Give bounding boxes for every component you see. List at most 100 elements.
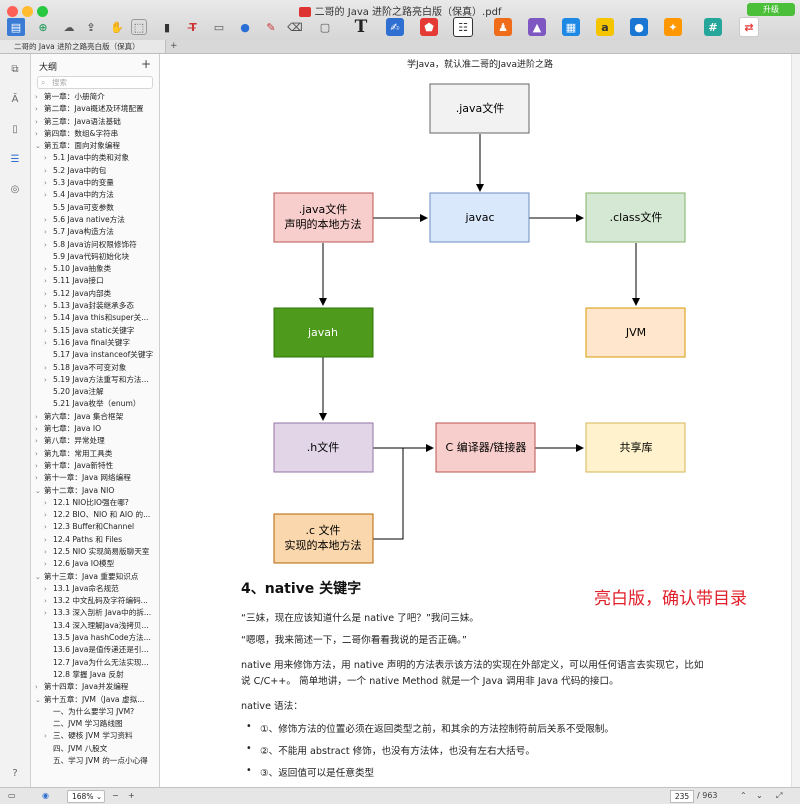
chevron-right-icon[interactable]: › (44, 302, 47, 311)
outline-item[interactable]: 5.17 Java instanceof关键字 (31, 349, 159, 361)
highlight-tool-button[interactable]: ▮ (156, 16, 178, 38)
outline-item[interactable]: 5.5 Java可变参数 (31, 202, 159, 214)
text-tool-button[interactable]: T (350, 16, 372, 38)
chevron-right-icon[interactable]: › (44, 326, 47, 335)
chevron-right-icon[interactable]: › (44, 265, 47, 274)
chevron-right-icon[interactable]: › (35, 129, 38, 138)
chevron-right-icon[interactable]: › (35, 117, 38, 126)
outline-item[interactable]: ›第四章：数组&字符串 (31, 128, 159, 140)
outline-item[interactable]: ›12.1 NIO比IO强在哪? (31, 497, 159, 509)
convert-tool-button[interactable]: ⇄ (738, 16, 760, 38)
outline-item[interactable]: ⌄第五章：面向对象编程 (31, 140, 159, 152)
chevron-down-icon[interactable]: ⌄ (35, 486, 41, 495)
chevron-right-icon[interactable]: › (44, 166, 47, 175)
chevron-right-icon[interactable]: › (44, 732, 47, 741)
outline-item[interactable]: 5.9 Java代码初始化块 (31, 251, 159, 263)
outline-item[interactable]: ⌄第十三章：Java 重要知识点 (31, 571, 159, 583)
chevron-right-icon[interactable]: › (44, 375, 47, 384)
chevron-right-icon[interactable]: › (44, 314, 47, 323)
outline-item[interactable]: ⌄第十五章：JVM（Java 虚拟... (31, 694, 159, 706)
vertical-scrollbar[interactable] (791, 54, 800, 787)
chevron-right-icon[interactable]: › (35, 437, 38, 446)
add-outline-button[interactable]: + (140, 57, 151, 71)
outline-icon[interactable]: ☰ (10, 154, 20, 165)
outline-item[interactable]: ›12.5 NIO 实现简易版聊天室 (31, 546, 159, 558)
hand-tool-button[interactable]: ✋ (108, 16, 126, 38)
chevron-right-icon[interactable]: › (35, 449, 38, 458)
help-icon[interactable]: ? (12, 768, 18, 779)
chevron-right-icon[interactable]: › (44, 240, 47, 249)
view-mode-eye-icon[interactable]: ◉ (42, 791, 49, 800)
add-menu-button[interactable]: ⊕ (30, 16, 56, 38)
chevron-right-icon[interactable]: › (44, 191, 47, 200)
outline-item[interactable]: ›第十一章：Java 网络编程 (31, 472, 159, 484)
thumbnails-icon[interactable]: ⧉ (11, 64, 19, 75)
outline-item[interactable]: ›5.16 Java final关键字 (31, 337, 159, 349)
outline-item[interactable]: ›5.2 Java中的包 (31, 165, 159, 177)
chevron-right-icon[interactable]: › (44, 597, 47, 606)
outline-item[interactable]: 五、学习 JVM 的一点小心得 (31, 755, 159, 767)
chevron-right-icon[interactable]: › (35, 93, 38, 101)
next-page-button[interactable]: ⌄ (756, 791, 763, 800)
outline-item[interactable]: ›5.8 Java访问权限修饰符 (31, 239, 159, 251)
outline-item[interactable]: ›5.10 Java抽象类 (31, 263, 159, 275)
signature-tool-button[interactable]: ✍ (384, 16, 406, 38)
chevron-right-icon[interactable]: › (44, 584, 47, 593)
outline-item[interactable]: ›5.3 Java中的变量 (31, 177, 159, 189)
outline-item[interactable]: ›13.1 Java命名规范 (31, 583, 159, 595)
outline-item[interactable]: ⌄第十二章：Java NIO (31, 485, 159, 497)
outline-item[interactable]: ›第十章：Java新特性 (31, 460, 159, 472)
outline-item[interactable]: 13.5 Java hashCode方法... (31, 632, 159, 644)
outline-item[interactable]: ›12.2 BIO、NIO 和 AIO 的... (31, 509, 159, 521)
outline-item[interactable]: ›第九章：常用工具类 (31, 448, 159, 460)
sidebar-panel-icon[interactable]: ▭ (8, 791, 16, 800)
zoom-window-button[interactable] (37, 6, 48, 17)
form-tool-button[interactable]: ☷ (452, 16, 474, 38)
note-tool-button[interactable]: a (594, 16, 616, 38)
ink-tool-button[interactable]: ● (628, 16, 650, 38)
outline-item[interactable]: ›12.6 Java IO模型 (31, 558, 159, 570)
image-tool-button[interactable]: ▲ (526, 16, 548, 38)
chevron-right-icon[interactable]: › (44, 609, 47, 618)
chevron-down-icon[interactable]: ⌄ (35, 142, 41, 151)
outline-item[interactable]: ›第七章：Java IO (31, 423, 159, 435)
outline-item[interactable]: ›第六章：Java 集合框架 (31, 411, 159, 423)
outline-item[interactable]: ›第十四章：Java并发编程 (31, 681, 159, 693)
bookmarks-icon[interactable]: ▯ (12, 124, 18, 135)
outline-item[interactable]: ›5.19 Java方法重写和方法... (31, 374, 159, 386)
chevron-down-icon[interactable]: ⌄ (35, 695, 41, 704)
chevron-down-icon[interactable]: ⌄ (35, 572, 41, 581)
outline-item[interactable]: 13.6 Java是值传递还是引... (31, 644, 159, 656)
chevron-right-icon[interactable]: › (44, 511, 47, 520)
outline-item[interactable]: ›第八章：异常处理 (31, 435, 159, 447)
chevron-right-icon[interactable]: › (44, 363, 47, 372)
outline-item[interactable]: ›5.7 Java构造方法 (31, 226, 159, 238)
chevron-right-icon[interactable]: › (44, 560, 47, 569)
chevron-right-icon[interactable]: › (44, 228, 47, 237)
outline-item[interactable]: ›5.15 Java static关键字 (31, 325, 159, 337)
hash-tool-button[interactable]: # (702, 16, 724, 38)
chevron-right-icon[interactable]: › (44, 523, 47, 532)
outline-item[interactable]: 5.21 Java枚举（enum） (31, 398, 159, 410)
outline-item[interactable]: ›12.3 Buffer和Channel (31, 521, 159, 533)
select-tool-button[interactable]: ⬚ (130, 16, 148, 38)
zoom-in-button[interactable]: + (128, 791, 135, 800)
outline-item[interactable]: 12.8 掌握 Java 反射 (31, 669, 159, 681)
outline-item[interactable]: ›13.2 中文乱码及字符编码... (31, 595, 159, 607)
shape-tool-button[interactable]: ▭ (208, 16, 230, 38)
outline-item[interactable]: ›5.1 Java中的类和对象 (31, 152, 159, 164)
outline-item[interactable]: 二、JVM 学习路线图 (31, 718, 159, 730)
outline-item[interactable]: ›5.4 Java中的方法 (31, 189, 159, 201)
chevron-right-icon[interactable]: › (35, 412, 38, 421)
chevron-right-icon[interactable]: › (44, 338, 47, 347)
outline-item[interactable]: ›5.11 Java接口 (31, 275, 159, 287)
chevron-right-icon[interactable]: › (35, 425, 38, 434)
chevron-right-icon[interactable]: › (44, 547, 47, 556)
chevron-right-icon[interactable]: › (44, 498, 47, 507)
strikethrough-tool-button[interactable]: T̶ (182, 16, 204, 38)
previous-page-button[interactable]: ⌃ (740, 791, 747, 800)
outline-item[interactable]: 四、JVM 八股文 (31, 743, 159, 755)
stamp-tool-button[interactable]: ♟ (492, 16, 514, 38)
outline-item[interactable]: ›第三章：Java语法基础 (31, 116, 159, 128)
outline-item[interactable]: 5.20 Java注解 (31, 386, 159, 398)
